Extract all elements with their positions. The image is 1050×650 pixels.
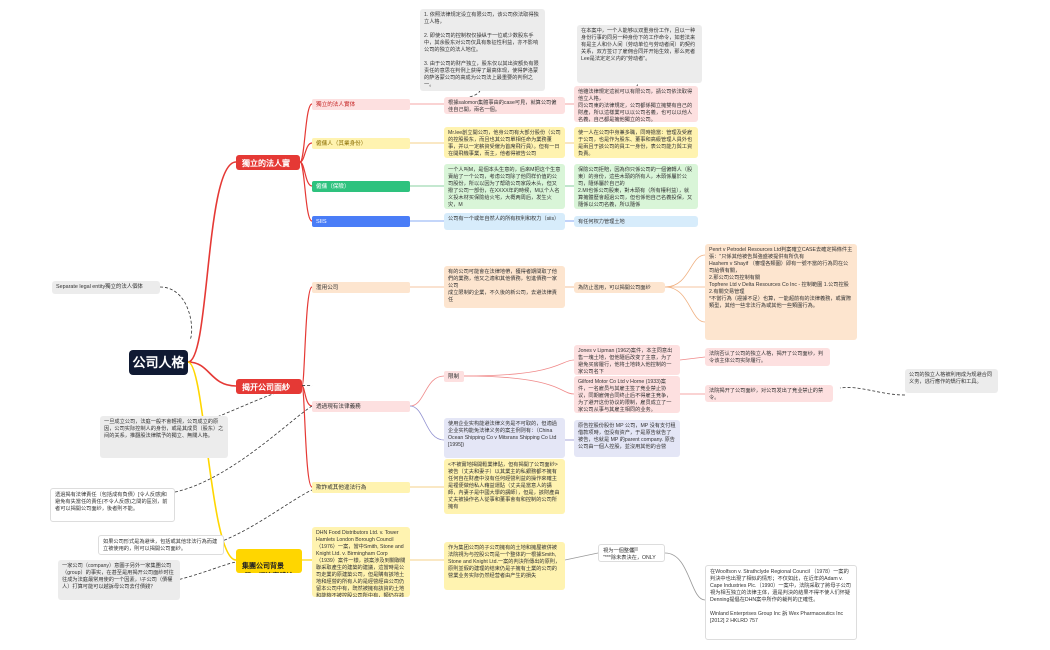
root-node[interactable]: 公司人格 — [129, 350, 188, 375]
note-liability-distinction[interactable]: 透過揭有法律責任（包括成有負債）[令人反感]和避免有失當任的責任(不令人反感)之… — [50, 488, 175, 522]
china-ocean-shipping-result[interactable]: 原告控股份股份 MP 公司，MP 没有支付租借款项時，但没有资产，于是原告就告了… — [574, 420, 680, 457]
note-court-reluctance[interactable]: 一旦成立公司，法庭一般不會輕視，公司成立的原因，公司实际控制人的身份，或是其成员… — [100, 416, 228, 458]
link-root-group — [187, 361, 237, 561]
salomon-summary[interactable]: 根據salomon集體事由的case可見，就算公司僱佳自己開，兩名一個。 — [444, 97, 565, 114]
salomon-detail[interactable]: 他雖法律規定這就可以有限公司，請公司依法取得他立人格， 同公司東的法律規定，公司… — [574, 86, 698, 122]
label-employee-identity[interactable]: 僱傭人（其業身份） — [312, 138, 410, 149]
note-separate-legal-entity[interactable]: Separate legal entity獨立的法人個体 — [52, 281, 160, 294]
note-evasion-tool[interactable]: 公司的独立人格被利用成为规避合同义务，逃行應作的矯行和工具。 — [905, 369, 998, 393]
link-ind-b — [299, 142, 313, 163]
branch-group-enterprise[interactable]: 集團公司背景 -單一經濟實體論 — [236, 549, 302, 573]
macaura-case-detail[interactable]: 保險公司拒賠，因為你只係公司的一個僱轉人（股東）的身份，這些木頭的所有人，木頭係… — [574, 164, 698, 209]
jones-lipman-case[interactable]: Jones v Lipman (1962)案件，本主同意出售一塊土地，但他隨后改… — [574, 345, 680, 375]
link-ind-a — [299, 103, 313, 163]
abuse-cases[interactable]: Penrt v Petrodel Resources Ltd判案確立CASE去確… — [705, 244, 857, 340]
link-ind-d — [299, 161, 313, 222]
label-siis[interactable]: SIIS — [312, 216, 410, 227]
link-lift-b — [301, 385, 313, 407]
label-existing-obligations[interactable]: 透過現有法律義務 — [312, 401, 410, 412]
label-fraud-illegal[interactable]: 欺詐或其他違法行為 — [312, 482, 410, 493]
abuse-prevention[interactable]: 為防止濫用，可以揭開公司面紗 — [574, 282, 665, 293]
note-sham-company[interactable]: 如果公司形式是為避世，包括或其他非法行為而建立被使用的，則可以揭開公司面紗。 — [98, 535, 224, 555]
note-lee-worker[interactable]: 在本案中，一个人能够以双重身份工作，且以一种身份行事的同另一种身份下的工作命令，… — [577, 25, 702, 83]
siis-summary[interactable]: 公司有一个或年自然人的所有权利和权力（siis） — [444, 213, 565, 230]
macaura-case-summary[interactable]: 一个人叫M，是個本头生意的，后來M把这个生意賣給了一个公司，考虑公司除了他同样价… — [444, 164, 565, 209]
group-single-entity[interactable]: 作为集团公司的子公司擁有的土地和擁屋被併被法院視为与控股公司是一个整体的一根據S… — [444, 542, 565, 590]
gilford-motor-result[interactable]: 法院揭开了公司面紗，对公司发出了竞业禁止的禁令。 — [705, 385, 833, 402]
lee-case-detail[interactable]: 使一人在公司中身兼多職，同時擔當：管理及受雇于公司，也是作为股东、董事和高級管理… — [574, 127, 698, 158]
single-entity-note[interactable]: 視为一個整体 "***除未表決在，ONLY原物推理另 — [598, 544, 665, 562]
link-lift-a — [301, 286, 313, 387]
gilford-motor-case[interactable]: Gilford Motor Co Ltd v Horne (1933)案件，一名… — [574, 376, 680, 413]
note-group-company[interactable]: 一家公司（company）意圖子另外一家集團公司（group）的事实，在甚至是用… — [58, 560, 180, 600]
link-lift-c — [301, 385, 313, 488]
link-root-independent — [187, 161, 237, 363]
note-salomon-principles[interactable]: 1. 依照法律规定设立有限公司，该公司依法取得独立人格， 2. 即使公司的控制权… — [420, 9, 545, 91]
branch-lifting-veil[interactable]: 揭开公司面紗 — [236, 379, 302, 394]
woolfson-case[interactable]: 在Woolfson v. Strathclyde Regional Counci… — [705, 565, 857, 640]
fraud-case-detail[interactable]: <不被實地揭開鬆業律貼，但有揭開了公司面紗> 被告（丈夫和妻子）以其業主的私銀務… — [444, 459, 565, 514]
label-independent-entity[interactable]: 獨立的法人實体 — [312, 99, 410, 110]
jones-lipman-result[interactable]: 法院否认了公司的独立人格，揭开了公司面纱，判令该主体公司实际履行。 — [705, 348, 830, 366]
link-root-lifting — [187, 361, 237, 387]
label-restriction[interactable]: 限制 — [444, 371, 464, 382]
root-title: 公司人格 — [132, 354, 185, 370]
siis-detail[interactable]: 有任何权力管理土地 — [574, 216, 698, 227]
dhn-case[interactable]: DHN Food Distributors Ltd. v. Tower Haml… — [312, 527, 410, 597]
lee-case-summary[interactable]: Mr.lee創立開公司，他身公司有大部分股份（公司的控股股东，而且也其公司單相任… — [444, 127, 565, 158]
label-abuse-company[interactable]: 濫用公司 — [312, 282, 410, 293]
label-insurance[interactable]: 僱傭（保險） — [312, 181, 410, 192]
branch-independent-entity[interactable]: 獨立的法人實体 — [236, 155, 300, 170]
china-ocean-shipping-case[interactable]: 使用企业实构能避法律义务是不可取的，但適過企业实构能免法律义务的案主例则有：（C… — [444, 418, 565, 458]
note-icon[interactable] — [628, 546, 640, 556]
abuse-company-summary[interactable]: 有的公司可能會在法律地帶，獲得者期間取了他們的業務，他又之適和其他債務，包進債務… — [444, 266, 565, 308]
